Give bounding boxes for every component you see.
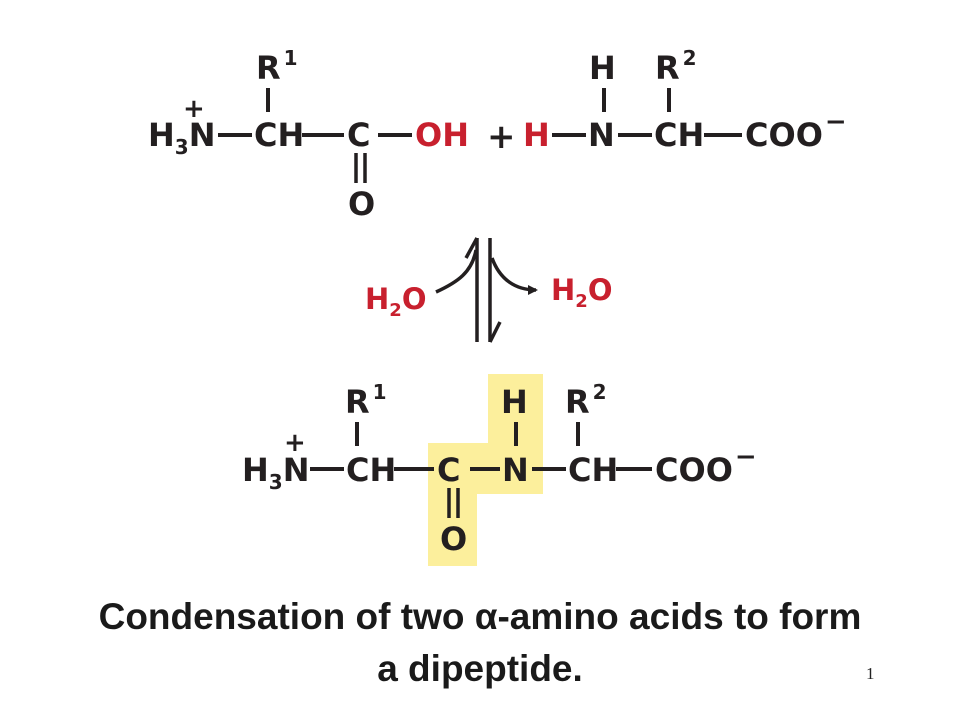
r1-alpha-carbon: CH bbox=[254, 116, 304, 154]
product-carbonyl-oxygen: O bbox=[440, 520, 467, 558]
caption-line-1: Condensation of two α-amino acids to for… bbox=[0, 596, 960, 638]
product-carboxylate: COO− bbox=[655, 442, 757, 489]
caption-text-start: Condensation of two bbox=[98, 596, 475, 637]
product-carbonyl-carbon: C bbox=[437, 451, 460, 489]
r1-carbonyl-oxygen: O bbox=[348, 185, 375, 223]
r1-nh3-plus: + bbox=[183, 94, 205, 124]
water-released-label: H2O bbox=[551, 273, 612, 312]
product-nh3-plus: + bbox=[284, 428, 306, 458]
water-in-curve bbox=[435, 249, 478, 294]
product-alpha-carbon-1: CH bbox=[346, 451, 396, 489]
plus-sign: + bbox=[487, 117, 516, 157]
r2-leaving-hydrogen: H bbox=[523, 116, 550, 154]
water-consumed-label: H2O bbox=[365, 282, 426, 321]
r2-carboxylate: COO− bbox=[745, 107, 847, 154]
caption-line-2: a dipeptide. bbox=[377, 648, 583, 689]
slide-number: 1 bbox=[866, 664, 875, 683]
r2-nitrogen: N bbox=[588, 116, 615, 154]
equilibrium-arrows bbox=[435, 237, 538, 343]
product-amide-nitrogen: N bbox=[502, 451, 529, 489]
r1-carbonyl-carbon: C bbox=[347, 116, 370, 154]
forward-arrow-head bbox=[488, 321, 502, 343]
r1-hydroxyl: OH bbox=[415, 116, 469, 154]
caption-text-end: -amino acids to form bbox=[497, 596, 862, 637]
r1-amino-group: H3N bbox=[148, 116, 215, 159]
r2-amine-hydrogen: H bbox=[589, 49, 616, 87]
r2-alpha-carbon: CH bbox=[654, 116, 704, 154]
product-amide-hydrogen: H bbox=[501, 383, 528, 421]
water-out-curve bbox=[490, 257, 538, 295]
alpha-symbol: α bbox=[474, 596, 498, 637]
reverse-arrow-head bbox=[464, 237, 479, 259]
product-alpha-carbon-2: CH bbox=[568, 451, 618, 489]
product-amino-group: H3N bbox=[242, 451, 309, 494]
